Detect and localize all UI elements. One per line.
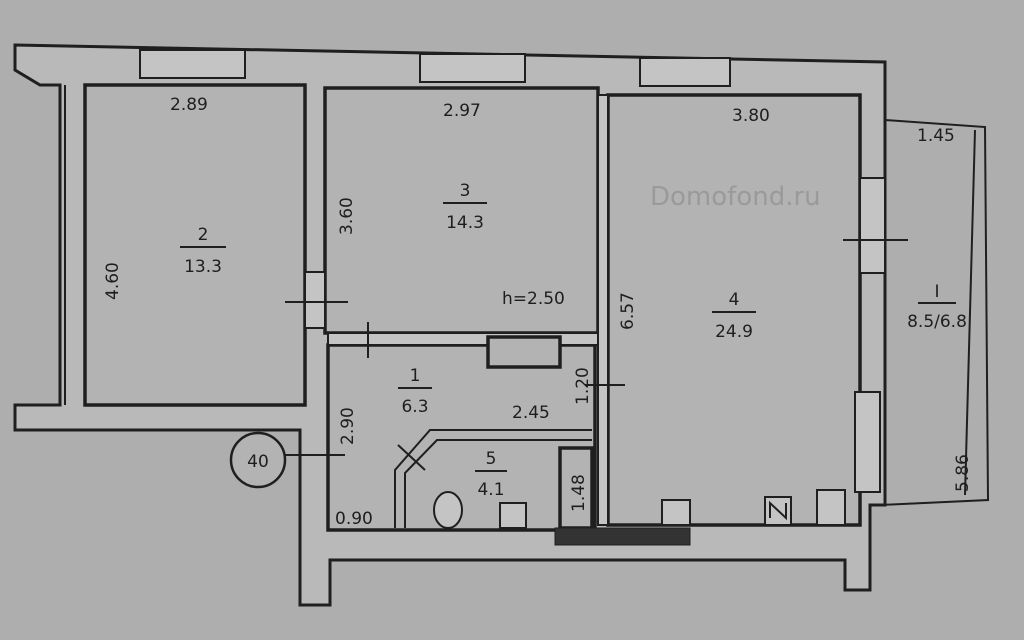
door-mark: [397, 444, 426, 471]
svg-text:8.5/6.8: 8.5/6.8: [907, 312, 967, 332]
room-label-2: 2 13.3: [180, 225, 226, 277]
closet-box: [486, 335, 562, 369]
room-4: [606, 93, 862, 527]
dim-line: [964, 129, 976, 496]
dim-room4-width: 3.80: [732, 106, 770, 126]
partition-room4: [597, 94, 609, 526]
room-label-1: 1 6.3: [398, 366, 432, 417]
watermark: Domofond.ru: [650, 182, 821, 212]
svg-text:14.3: 14.3: [446, 213, 484, 233]
dim-room3-length: 3.60: [337, 197, 357, 235]
dim-room3-width: 2.97: [443, 101, 481, 121]
ceiling-height: h=2.50: [502, 289, 565, 309]
window: [639, 57, 731, 87]
radiator-icon: [816, 489, 846, 526]
dim-hall-width: 2.45: [512, 403, 550, 423]
window: [419, 53, 526, 83]
dim-closet: 1.48: [569, 474, 589, 512]
dim-balcony-width: 1.45: [917, 126, 955, 146]
sink-icon: [499, 502, 527, 529]
svg-text:I: I: [934, 282, 939, 302]
room-label-4: 4 24.9: [712, 290, 756, 342]
svg-text:5: 5: [486, 449, 497, 469]
room-2: [83, 83, 307, 407]
bathroom-wall: [394, 429, 592, 528]
sink-icon: [661, 499, 691, 526]
svg-text:4: 4: [729, 290, 740, 310]
svg-text:13.3: 13.3: [184, 257, 222, 277]
dim-room4-length: 6.57: [618, 292, 638, 330]
closet-room: [558, 446, 594, 530]
apartment-number: 40: [247, 452, 269, 472]
dim-balcony-length: 5.86: [953, 454, 973, 492]
entrance-threshold: [554, 527, 691, 546]
dim-door-gap: 1.20: [573, 367, 593, 405]
room-label-5: 5 4.1: [475, 449, 507, 500]
svg-text:4.1: 4.1: [477, 480, 504, 500]
svg-text:3: 3: [460, 181, 471, 201]
svg-text:1: 1: [410, 366, 421, 386]
stove-icon: [769, 500, 787, 521]
dim-entry: 0.90: [335, 509, 373, 529]
dim-room2-width: 2.89: [170, 95, 208, 115]
svg-text:2: 2: [198, 225, 209, 245]
apartment-number-badge: [229, 431, 287, 489]
room-label-3: 3 14.3: [443, 181, 487, 233]
room-label-balcony: I 8.5/6.8: [907, 282, 967, 332]
svg-text:6.3: 6.3: [401, 397, 428, 417]
room-3: [323, 86, 600, 335]
window: [139, 49, 246, 79]
toilet-icon: [433, 491, 463, 529]
window: [854, 391, 881, 493]
window: [859, 177, 886, 274]
room-1: [326, 343, 597, 532]
balcony: [879, 119, 990, 506]
svg-text:24.9: 24.9: [715, 322, 753, 342]
door-room2: [304, 271, 326, 329]
dim-room2-length: 4.60: [103, 262, 123, 300]
dim-hall-length: 2.90: [338, 407, 358, 445]
